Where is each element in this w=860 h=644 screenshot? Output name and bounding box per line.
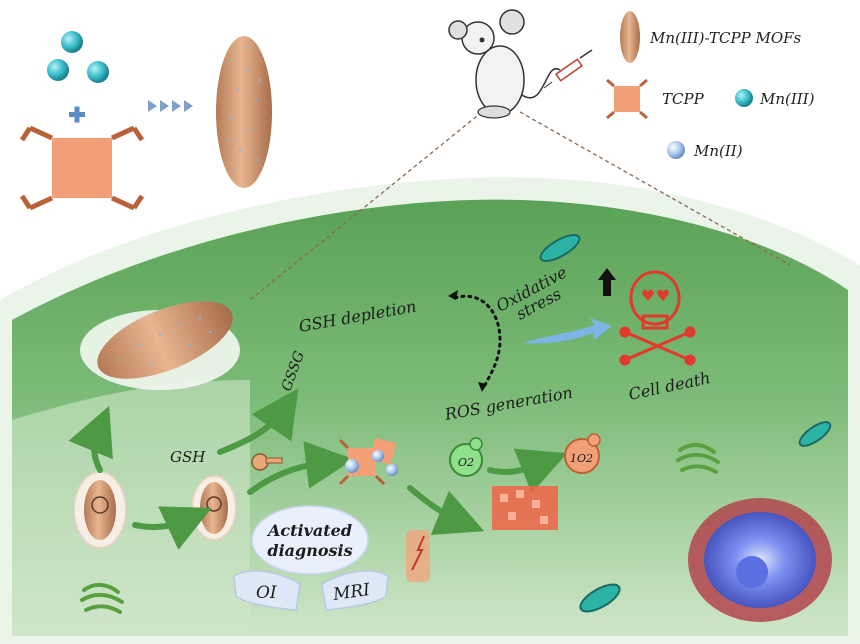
- mitochondria-icon: [539, 234, 832, 613]
- pathway-arrows: [68, 388, 568, 550]
- legend-mn3-label: Mn(III): [759, 90, 815, 108]
- mouse-icon: [448, 9, 561, 119]
- singlet-o2-icon: [564, 433, 601, 474]
- endosome-1: [73, 471, 127, 549]
- o2-molecule-icon: [449, 437, 483, 477]
- skull-icon: [619, 270, 696, 366]
- key-icon: [251, 453, 283, 471]
- arrow-gsh-gssg: [217, 388, 299, 455]
- legend-mofs-label: Mn(III)-TCPP MOFs: [649, 29, 802, 47]
- fluorescence-signal-icon: [406, 530, 430, 582]
- legend-mn2-label: Mn(II): [693, 142, 743, 160]
- up-arrow-icon: [598, 268, 616, 296]
- oi-label: OI: [256, 583, 277, 603]
- diagnosis-panel: [233, 505, 389, 611]
- mri-badge: [321, 570, 389, 611]
- oi-badge: [233, 570, 301, 611]
- synthesis-arrow-icon: [148, 100, 193, 112]
- arrow-to-signal: [407, 485, 485, 536]
- arrow-to-mn2: [247, 441, 354, 495]
- arrow-o2-to-1o2: [487, 448, 568, 494]
- gsh-label: GSH: [170, 448, 206, 466]
- legend: Mn(III)-TCPP MOFs TCPP Mn(III) Mn(II): [606, 11, 815, 160]
- mof-particle-large: [216, 36, 272, 188]
- diagnosis-label: diagnosis: [267, 541, 352, 560]
- singlet-o2-label: 1O2: [570, 452, 593, 465]
- legend-tcpp-label: TCPP: [662, 90, 705, 108]
- arrow-endosome: [132, 506, 212, 550]
- activated-label: Activated: [266, 521, 352, 540]
- plus-icon: [69, 106, 85, 123]
- arrow-up-left: [68, 405, 113, 473]
- legend-mof-icon: [620, 11, 640, 63]
- mn2-release-cluster: [338, 437, 398, 486]
- o2-label: O2: [458, 456, 474, 469]
- legend-mn2-icon: [667, 141, 685, 159]
- endosome-2: [191, 475, 237, 541]
- golgi-icon: [80, 443, 720, 614]
- zoom-lines: [249, 111, 791, 301]
- mof-entering-cell: [80, 301, 240, 390]
- ros-burst-icon: [492, 486, 558, 530]
- nucleus-icon: [688, 498, 832, 622]
- synthesis-mn3-balls: [47, 31, 109, 83]
- tcpp-large-icon: [19, 125, 145, 211]
- cycle-arrow: [448, 290, 502, 392]
- legend-tcpp-icon: [606, 78, 648, 120]
- syringe-icon: [543, 49, 593, 89]
- legend-mn3-icon: [735, 89, 753, 107]
- blue-arrow-icon: [522, 318, 612, 344]
